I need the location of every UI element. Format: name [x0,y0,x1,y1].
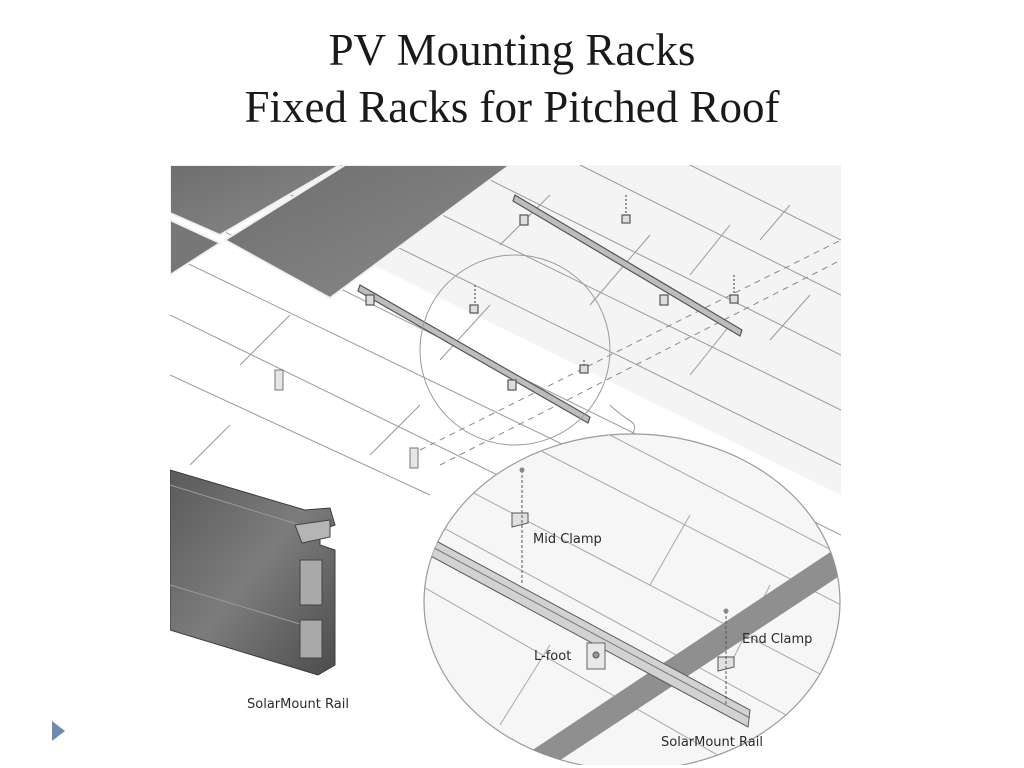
title-line-1: PV Mounting Racks [328,25,696,75]
solar-panels [170,165,512,300]
roof-rails [357,194,743,424]
mounting-rack-illustration: Mid Clamp End Clamp L-foot SolarMount Ra… [170,165,841,765]
rail-profile [170,469,336,676]
magnifier-circle [419,254,611,446]
slide-title: PV Mounting Racks Fixed Racks for Pitche… [0,22,1024,136]
title-line-2: Fixed Racks for Pitched Roof [244,82,780,132]
end-clamp-label: End Clamp [742,632,813,647]
batten-lines [419,239,841,466]
triangle-right-icon[interactable] [52,721,65,741]
rack-drawing [170,165,841,765]
l-foot-label: L-foot [534,649,572,664]
fascia [274,369,419,469]
solarmount-rail-profile-label: SolarMount Rail [247,697,349,712]
detail-ellipse [423,433,841,765]
solarmount-rail-detail-label: SolarMount Rail [661,735,763,750]
mid-clamp-label: Mid Clamp [533,532,602,547]
